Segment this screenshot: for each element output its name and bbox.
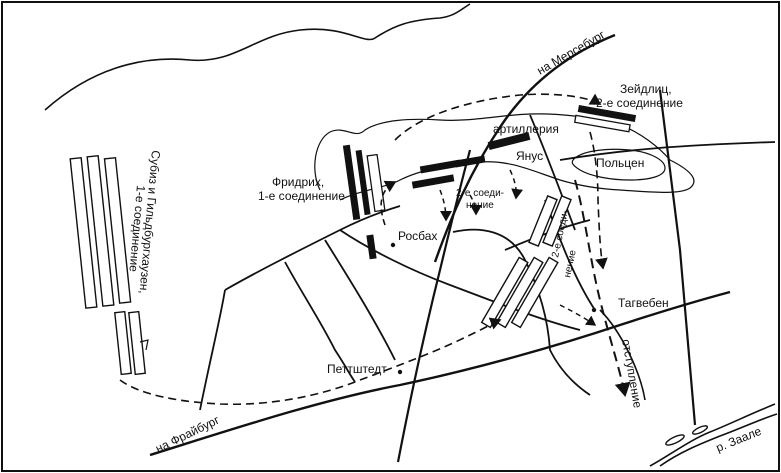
road-vertical-east (658, 89, 697, 426)
label-tagewerben: Тагвебен (618, 296, 669, 310)
prussian-unit-friedrich-2 (355, 149, 371, 216)
saale-island-icon (665, 434, 685, 446)
prussian-unit-janus-3 (454, 155, 486, 168)
allied-unit-soubise-2 (86, 155, 115, 307)
allied-unit-soubise-4 (114, 310, 132, 376)
label-janus: Янус (516, 149, 543, 163)
label-poltsen: Польцен (596, 156, 644, 170)
allied-unit-second-5 (510, 256, 559, 329)
prussian-move-arrow-5 (469, 194, 482, 216)
label-friedrich-line2: 1-е соединение (258, 189, 345, 203)
allied-retreat-arrow (574, 179, 631, 397)
allied-unit-second-2 (542, 195, 572, 247)
road-east-ridge (559, 141, 776, 161)
label-artillery: артиллерия (493, 122, 559, 136)
prussian-unit-seydlitz-1 (577, 105, 637, 122)
prussian-unit-artillery (487, 132, 531, 150)
allied-march-route (119, 317, 502, 406)
label-rossbach: Росбах (398, 229, 437, 243)
label-to-freiburg: на Фрайбург (153, 412, 222, 455)
label-friedrich-line1: Фридрих, (272, 175, 324, 189)
prussian-move-arrow-6 (589, 131, 608, 270)
village-rossbach-icon (390, 242, 396, 248)
river-north (44, 3, 471, 111)
village-tagewerben-icon (591, 307, 597, 313)
road-merseburg (433, 33, 616, 263)
poltsen-hill-contour (571, 148, 666, 181)
prussian-unit-small (366, 234, 377, 260)
label-second-group-b-line2: нение (562, 249, 579, 279)
label-seydlitz-line2: 2-е соединение (596, 96, 683, 110)
label-seydlitz-line1: Зейдлиц, (620, 82, 672, 96)
allied-unit-soubise-1 (69, 157, 98, 309)
allied-unit-soubise-3 (103, 156, 132, 304)
river-saale (649, 403, 776, 467)
label-pettstaedt: Петтштедт (327, 362, 387, 376)
allied-unit-second-3 (480, 256, 529, 329)
prussian-move-arrow-1 (394, 93, 602, 141)
prussian-unit-janus-2 (411, 174, 455, 189)
prussian-move-arrow-2 (380, 180, 397, 226)
road-vertical-center (396, 149, 472, 463)
prussian-move-arrow-4 (509, 169, 524, 200)
village-pettstaedt-icon (397, 369, 403, 375)
prussian-unit-friedrich-3 (366, 153, 386, 213)
road-freiburg (149, 290, 731, 457)
prussian-move-arrow-3 (439, 189, 452, 222)
label-to-merseburg: на Мерсебург (535, 27, 609, 78)
label-second-group-a-line2: нение (466, 200, 494, 211)
label-second-group-a-line1: 2-е соеди- (456, 188, 504, 199)
prussian-unit-friedrich-1 (342, 144, 361, 221)
allied-unit-second-1 (528, 195, 558, 247)
prussian-unit-seydlitz-2 (573, 114, 631, 133)
label-retreat: отступление (619, 338, 645, 409)
allied-unit-soubise-5 (128, 310, 146, 376)
prussian-unit-janus-1 (419, 159, 461, 174)
